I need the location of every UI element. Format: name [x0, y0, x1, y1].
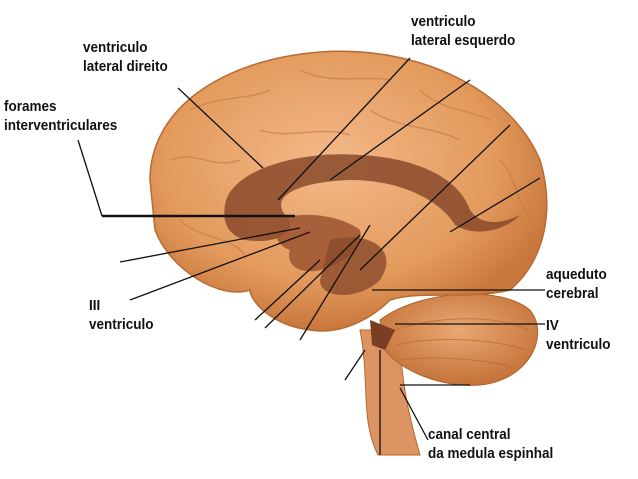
lateral-ventricle — [224, 154, 520, 241]
label-line: IV — [546, 317, 559, 334]
label-line: canal central — [428, 426, 511, 443]
label-line: ventriculo — [89, 316, 154, 333]
label-ventriculo-lateral-esquerdo: ventriculo lateral esquerdo — [411, 12, 515, 50]
label-line: interventriculares — [4, 117, 118, 134]
label-iv-ventriculo: IV ventriculo — [546, 316, 611, 354]
label-line: III — [89, 297, 101, 314]
label-line: ventriculo — [411, 13, 476, 30]
label-line: aqueduto — [546, 266, 607, 283]
label-line: forames — [4, 98, 57, 115]
label-line: cerebral — [546, 285, 599, 302]
label-iii-ventriculo: III ventriculo — [89, 296, 154, 334]
label-aqueduto-cerebral: aqueduto cerebral — [546, 265, 607, 303]
label-forames-interventriculares: forames interventriculares — [4, 97, 117, 135]
label-line: lateral direito — [83, 58, 168, 75]
label-line: ventriculo — [83, 39, 148, 56]
label-line: lateral esquerdo — [411, 32, 516, 49]
leader-lines — [77, 57, 545, 455]
label-line: da medula espinhal — [428, 445, 554, 462]
fourth-ventricle — [370, 320, 395, 350]
label-line: ventriculo — [546, 336, 611, 353]
label-canal-central: canal central da medula espinhal — [428, 425, 553, 463]
label-ventriculo-lateral-direito: ventriculo lateral direito — [83, 38, 168, 76]
